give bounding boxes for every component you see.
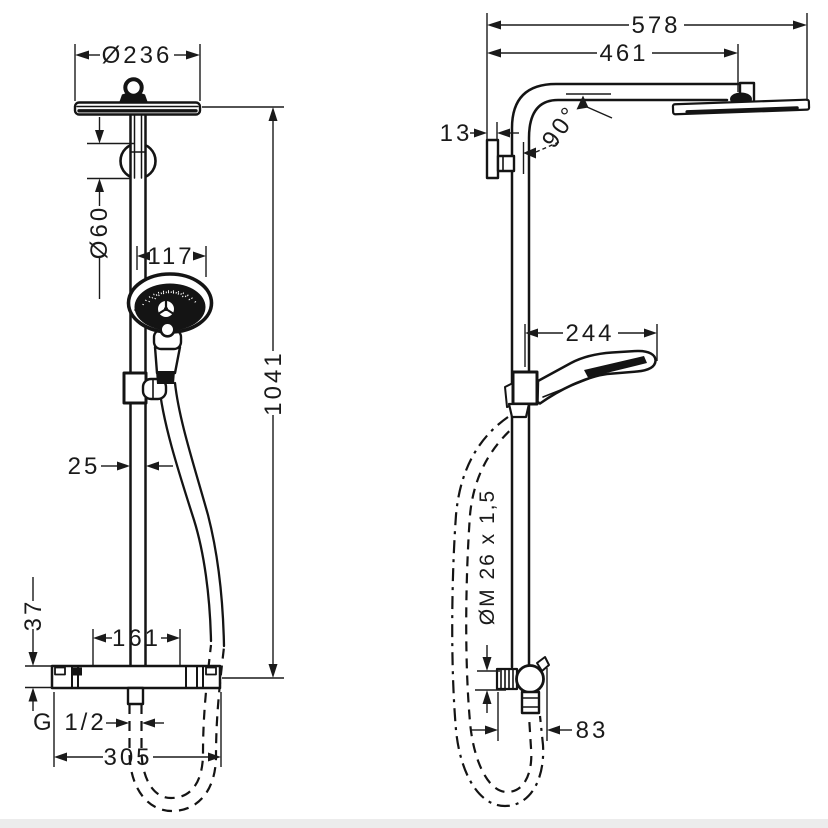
front-hose-loop-inner — [140, 644, 213, 800]
valve-left-notch — [54, 666, 66, 676]
side-pipe-and-arm — [510, 81, 756, 669]
slider-bracket-side — [511, 370, 539, 406]
side-overhead-shower — [671, 98, 811, 116]
coupling-knob — [515, 664, 545, 694]
valve-left-marker — [72, 667, 82, 676]
side-wall-bracket — [485, 138, 516, 180]
spray-icon-center — [164, 307, 168, 311]
front-view: Ø236 Ø60 117 1041 25 — [20, 42, 287, 813]
dim-arm-reach: 461 — [599, 40, 648, 67]
side-view: 578 461 13 90° — [440, 12, 811, 808]
bracket-arm — [496, 154, 516, 173]
dim-hand-shower-width: 117 — [147, 243, 194, 270]
hand-shower-side-face — [584, 356, 647, 378]
coupling-flag — [536, 656, 550, 672]
handle-inner-line — [542, 373, 602, 398]
page-footer-strip — [0, 819, 828, 828]
front-hose-right-edge — [173, 381, 226, 648]
head-plate — [73, 101, 202, 116]
valve-outlet-stub — [126, 686, 145, 706]
dim-union-spacing: 161 — [112, 625, 161, 652]
select-button-icon — [159, 321, 176, 338]
hose-connector — [507, 402, 531, 419]
dim-pipe-width: 25 — [68, 453, 101, 480]
side-hose-loop-outer — [451, 416, 545, 808]
head-mount-ring-icon — [123, 77, 144, 98]
coupling-outlet — [520, 690, 541, 715]
front-dimensions: Ø236 Ø60 117 1041 25 — [20, 42, 287, 771]
dim-hand-shower-reach: 244 — [565, 320, 614, 347]
pipe-outer-edge — [510, 82, 748, 669]
side-dimensions: 578 461 13 90° — [440, 12, 808, 744]
face-nozzle-dots-3 — [154, 291, 186, 300]
dim-bracket-diameter: Ø60 — [86, 205, 113, 259]
front-hose-loop-outer — [128, 646, 226, 813]
dim-head-diameter: Ø236 — [102, 42, 173, 69]
dim-valve-height: 37 — [20, 599, 47, 632]
side-hose-coupling — [495, 656, 550, 715]
ribbed-nut — [495, 667, 519, 691]
wall-plate — [485, 138, 500, 180]
hand-shower-handle — [153, 345, 182, 375]
front-hose-left-edge — [157, 381, 213, 643]
dim-total-depth: 578 — [631, 12, 680, 39]
dim-hose-nut-thread: ØM 26 x 1,5 — [476, 489, 499, 625]
front-overhead-shower — [73, 77, 202, 116]
dim-valve-depth: 83 — [576, 717, 609, 744]
dim-total-height: 1041 — [260, 350, 287, 415]
rim-nozzle-dots — [134, 291, 206, 311]
hose-nut-band — [156, 371, 175, 384]
valve-right-notch — [205, 666, 217, 676]
head-slab-face-line — [685, 106, 799, 114]
side-hand-shower — [504, 349, 657, 419]
dim-valve-width: 305 — [103, 744, 152, 771]
pipe-inner-edge — [527, 98, 729, 669]
side-hose-loop-inner — [465, 419, 533, 794]
dim-plate-thickness: 13 — [440, 120, 473, 147]
front-thermostat-valve — [50, 664, 222, 706]
front-hand-shower — [122, 272, 214, 405]
dim-outlet-thread: G 1/2 — [33, 709, 107, 736]
